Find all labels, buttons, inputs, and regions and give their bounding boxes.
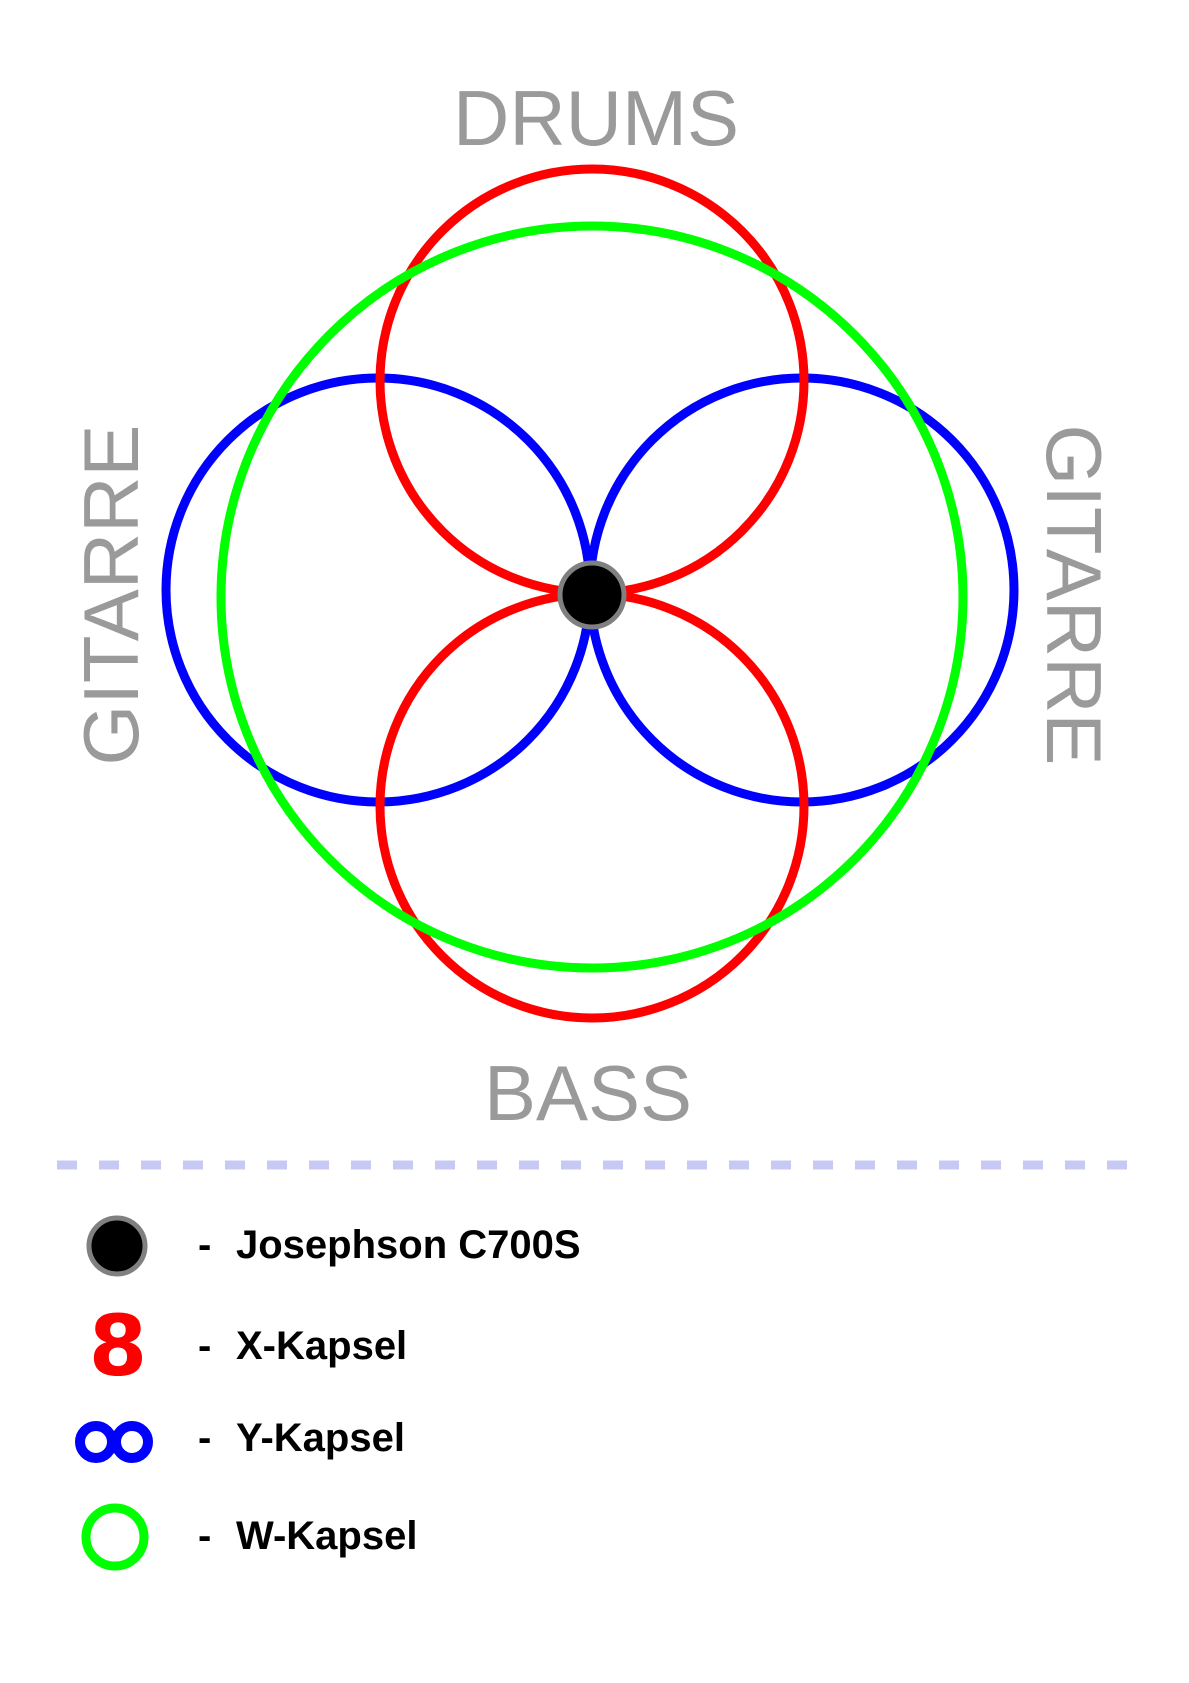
legend-y-dash: - [198, 1416, 211, 1460]
circle-icon [81, 1503, 149, 1571]
label-left: GITARRE [67, 425, 155, 766]
legend-item-mic: - Josephson C700S [86, 1215, 581, 1277]
black-dot-icon [86, 1215, 148, 1277]
legend-y-text: Y-Kapsel [236, 1416, 405, 1460]
microphone-dot [557, 560, 627, 630]
legend-x-dash: - [198, 1324, 211, 1368]
legend-mic-text: Josephson C700S [236, 1223, 581, 1267]
label-bottom: BASS [484, 1049, 692, 1137]
legend-mic-dash: - [198, 1223, 211, 1267]
legend-item-x: 8 - X-Kapsel [89, 1297, 407, 1395]
legend-x-text: X-Kapsel [236, 1324, 407, 1368]
legend-item-w: - W-Kapsel [81, 1503, 417, 1571]
x-capsule-bottom-lobe [375, 589, 809, 1023]
figure-eight-horizontal-icon [75, 1421, 153, 1463]
legend: - Josephson C700S 8 - X-Kapsel - Y-Kapse… [75, 1215, 581, 1571]
w-capsule-pattern [216, 221, 968, 973]
legend-w-dash: - [198, 1514, 211, 1558]
legend-w-text: W-Kapsel [236, 1514, 417, 1558]
figure-eight-vertical-icon: 8 [89, 1297, 147, 1395]
label-right: GITARRE [1030, 425, 1118, 766]
legend-item-y: - Y-Kapsel [75, 1416, 405, 1463]
x-capsule-top-lobe [375, 164, 809, 598]
label-top: DRUMS [453, 74, 739, 162]
y-capsule-left-lobe [161, 373, 595, 807]
y-capsule-right-lobe [585, 373, 1019, 807]
